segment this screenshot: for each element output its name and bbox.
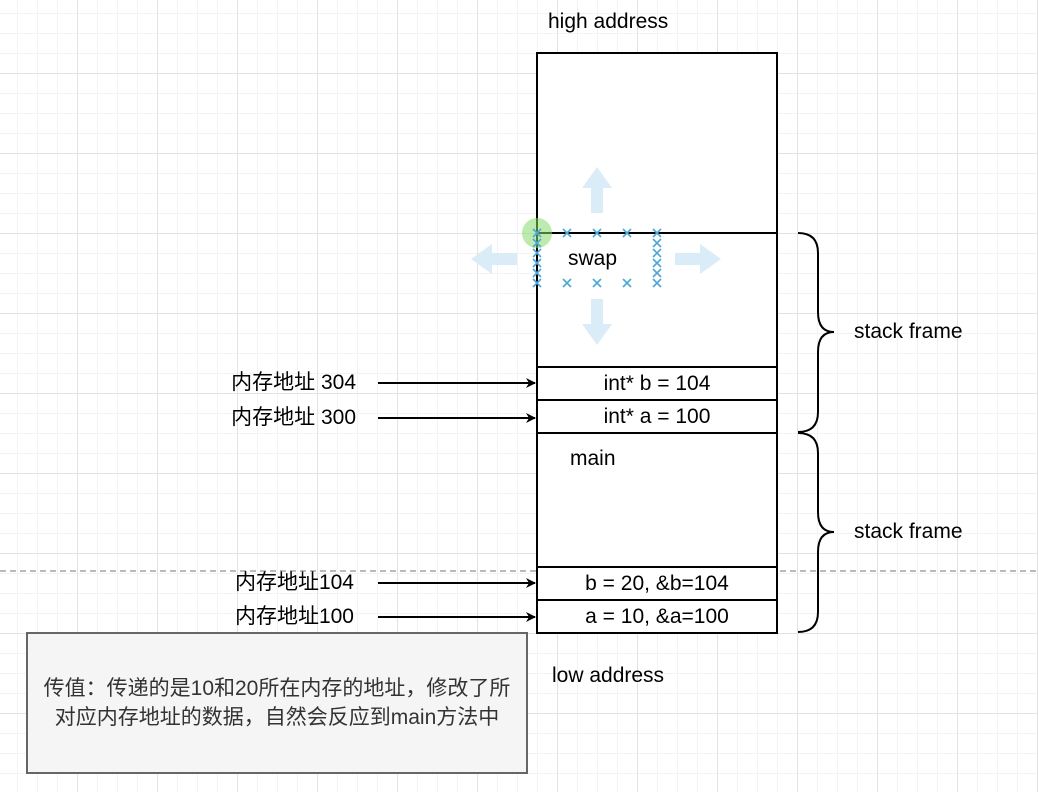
address-label-300: 内存地址 300: [231, 406, 356, 429]
move-down-icon: [582, 299, 612, 345]
selection-marker[interactable]: [532, 258, 542, 268]
selection-marker[interactable]: [652, 248, 662, 258]
brace-upper: [797, 232, 835, 433]
main-frame-block[interactable]: [536, 432, 778, 568]
selection-marker[interactable]: [532, 278, 542, 288]
address-label-100: 内存地址100: [234, 605, 354, 628]
selection-marker[interactable]: [592, 228, 602, 238]
selection-marker[interactable]: [562, 228, 572, 238]
swap-cell-b-text: int* b = 104: [603, 371, 711, 395]
selection-marker[interactable]: [592, 278, 602, 288]
move-left-icon: [471, 244, 517, 274]
address-label-104: 内存地址104: [234, 571, 354, 594]
move-up-icon: [582, 167, 612, 213]
swap-cell-a-text: int* a = 100: [603, 404, 711, 428]
stack-frame-label-lower: stack frame: [854, 520, 963, 543]
selection-marker[interactable]: [652, 238, 662, 248]
low-address-label: low address: [552, 664, 665, 687]
address-label-304: 内存地址 304: [231, 371, 356, 394]
move-right-icon: [675, 244, 721, 274]
main-label: main: [570, 447, 616, 470]
stack-frame-label-upper: stack frame: [854, 320, 963, 343]
free-memory-block[interactable]: [536, 52, 778, 234]
selection-marker[interactable]: [652, 258, 662, 268]
swap-label: swap: [568, 247, 618, 270]
swap-cell-a[interactable]: int* a = 100: [536, 399, 778, 434]
selection-markers: [532, 228, 662, 288]
selection-marker[interactable]: [532, 238, 542, 248]
selection-marker[interactable]: [532, 228, 542, 238]
selection-marker[interactable]: [532, 248, 542, 258]
selection-marker[interactable]: [622, 228, 632, 238]
note-box[interactable]: 传值：传递的是10和20所在内存的地址，修改了所对应内存地址的数据，自然会反应到…: [26, 632, 528, 774]
main-cell-b-text: b = 20, &b=104: [585, 571, 729, 595]
main-cell-a-text: a = 10, &a=100: [585, 604, 729, 628]
main-cell-b[interactable]: b = 20, &b=104: [536, 566, 778, 601]
selection-marker[interactable]: [622, 278, 632, 288]
selection-marker[interactable]: [562, 278, 572, 288]
selection-marker[interactable]: [652, 278, 662, 288]
brace-lower: [797, 432, 835, 633]
note-text: 传值：传递的是10和20所在内存的地址，修改了所对应内存地址的数据，自然会反应到…: [43, 677, 511, 729]
selection-marker[interactable]: [652, 228, 662, 238]
main-cell-a[interactable]: a = 10, &a=100: [536, 599, 778, 634]
high-address-label: high address: [548, 10, 669, 33]
selection-marker[interactable]: [652, 268, 662, 278]
selection-marker[interactable]: [532, 268, 542, 278]
move-arrows: [471, 167, 721, 345]
